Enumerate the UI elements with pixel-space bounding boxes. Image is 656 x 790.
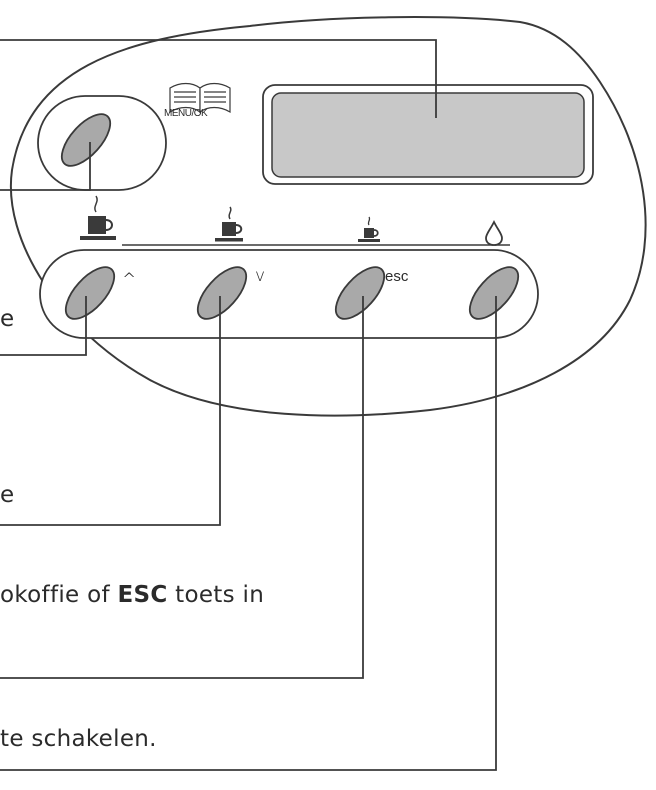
water-button[interactable] [461, 259, 526, 327]
callout-line-water [0, 296, 497, 771]
book-icon [169, 82, 231, 114]
description-water-line: te schakelen. [0, 726, 157, 752]
up-arrow-label: ^ [122, 270, 137, 290]
down-arrow-label: v [255, 266, 266, 286]
description-esc-part2: toets in [167, 582, 265, 608]
down-button[interactable] [189, 259, 254, 327]
menu-ok-button[interactable] [53, 106, 118, 174]
panel-outline [9, 16, 647, 417]
callout-line-esc [0, 296, 364, 679]
large-cup-icon [80, 195, 116, 240]
small-cup-icon [358, 216, 380, 242]
description-fragment-up: e [0, 306, 15, 332]
menu-ok-label: MENU/OK [164, 108, 208, 119]
display-screen [271, 92, 585, 178]
water-drop-icon [485, 219, 503, 246]
callout-line-display [0, 39, 437, 118]
esc-button[interactable] [327, 259, 392, 327]
callout-line-up [0, 296, 87, 356]
medium-cup-icon [215, 206, 243, 242]
description-esc-part1: okoffie of [0, 582, 118, 608]
esc-label: esc [385, 268, 409, 285]
callout-line-menu [0, 142, 91, 191]
description-fragment-down: e [0, 482, 15, 508]
description-esc-line: okoffie of ESC toets in [0, 582, 264, 608]
callout-line-down [0, 296, 221, 526]
up-button[interactable] [57, 259, 122, 327]
button-row-housing [39, 249, 539, 339]
description-esc-bold: ESC [117, 582, 168, 608]
